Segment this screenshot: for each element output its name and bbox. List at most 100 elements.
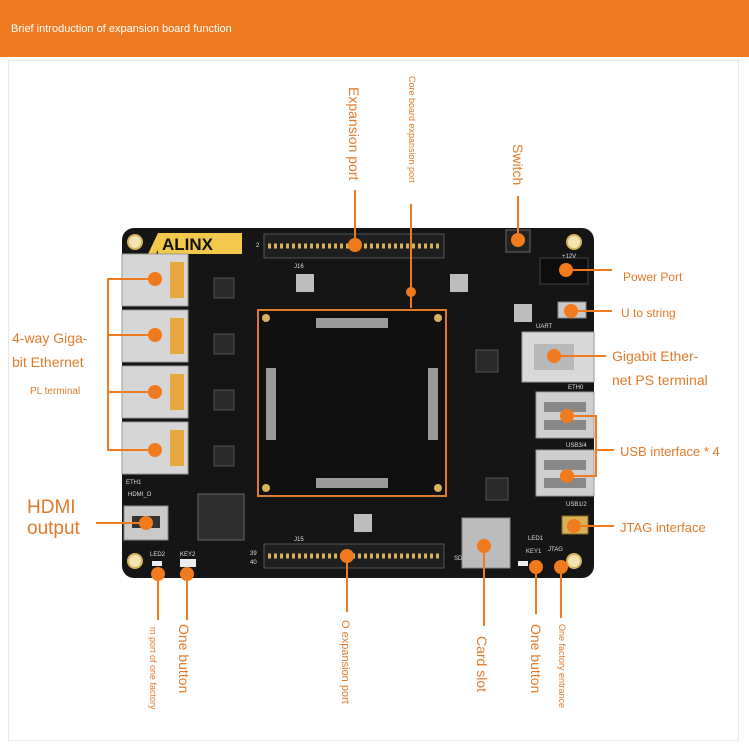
label-expansion-port: Expansion port — [346, 87, 362, 181]
silk-pin39: 39 — [250, 551, 257, 557]
chip-usb-phy — [485, 477, 509, 501]
marker-eth-2 — [148, 328, 162, 342]
eth-led-4 — [170, 430, 184, 466]
label-u-to-string: U to string — [621, 306, 676, 320]
silk-led1: LED1 — [528, 536, 544, 542]
page-title: Brief introduction of expansion board fu… — [11, 23, 232, 35]
silk-usb34: USB3/4 — [566, 443, 587, 449]
brand-logo-icon — [148, 233, 166, 254]
silk-12v: +12V — [562, 254, 576, 260]
label-power-port: Power Port — [623, 270, 683, 284]
marker-expansion-port — [348, 238, 362, 252]
marker-usb-12 — [560, 469, 574, 483]
marker-power-port — [559, 263, 573, 277]
label-gigabit-ps-1: Gigabit Ether- — [612, 348, 699, 364]
silk-key1: KEY1 — [526, 549, 542, 555]
mount-hole — [127, 234, 143, 250]
user-led-2 — [152, 561, 162, 566]
silk-led2: LED2 — [150, 552, 166, 558]
inductor — [450, 274, 468, 292]
marker-eth-ps — [547, 349, 561, 363]
silk-j16: J16 — [294, 264, 304, 270]
usb-port-34-slot-a — [544, 402, 586, 412]
chip-phy — [213, 277, 235, 299]
core-mount — [262, 314, 270, 322]
label-core-board-expansion-port: Core board expansion port — [407, 76, 417, 183]
marker-card-slot — [477, 539, 491, 553]
silk-eth1: ETH1 — [126, 480, 142, 486]
silk-eth0: ETH0 — [568, 385, 584, 391]
eth-led-3 — [170, 374, 184, 410]
marker-switch — [511, 233, 525, 247]
core-connector-bottom — [316, 478, 388, 488]
label-switch: Switch — [510, 144, 526, 186]
silk-jtag: JTAG — [548, 547, 563, 553]
silk-sd: SD — [454, 556, 463, 562]
marker-hdmi — [139, 516, 153, 530]
core-mount — [262, 484, 270, 492]
brand-name: ALINX — [162, 235, 214, 254]
marker-key2 — [180, 567, 194, 581]
marker-key1 — [529, 560, 543, 574]
panel-frame — [8, 60, 739, 741]
marker-eth-1 — [148, 272, 162, 286]
marker-io-expansion — [340, 549, 354, 563]
chip-hdmi-controller — [197, 493, 245, 541]
chip-phy — [213, 333, 235, 355]
mount-hole — [127, 553, 143, 569]
leader-usb — [574, 415, 597, 477]
core-mount — [434, 314, 442, 322]
silk-usb12: USB1/2 — [566, 502, 587, 508]
core-board-area — [257, 309, 447, 497]
label-one-button-left: One button — [176, 624, 192, 694]
label-hdmi-2: output — [27, 518, 80, 539]
eth-led-1 — [170, 262, 184, 298]
inductor — [354, 514, 372, 532]
inductor — [296, 274, 314, 292]
label-hdmi-1: HDMI — [27, 497, 76, 518]
marker-uart — [564, 304, 578, 318]
user-key-2 — [180, 559, 196, 567]
marker-eth-3 — [148, 385, 162, 399]
label-io-expansion-port: O expansion port — [339, 620, 351, 704]
usb-port-12-slot-b — [544, 478, 586, 488]
core-mount — [434, 484, 442, 492]
marker-usb-34 — [560, 409, 574, 423]
silk-j15: J15 — [294, 537, 304, 543]
leader-ethernet — [107, 278, 148, 451]
silk-pin40: 40 — [250, 560, 257, 566]
label-usb-interface: USB interface * 4 — [620, 444, 720, 459]
chip-phy — [213, 445, 235, 467]
label-one-button-right: One button — [528, 624, 544, 694]
label-card-slot: Card slot — [474, 636, 490, 693]
core-connector-right — [428, 368, 438, 440]
header-banner: Brief introduction of expansion board fu… — [0, 0, 749, 57]
usb-port-12-slot-a — [544, 460, 586, 470]
label-ethernet-1: 4-way Giga- — [12, 330, 88, 346]
marker-jtag-factory — [554, 560, 568, 574]
user-led-1 — [518, 561, 528, 566]
marker-led2 — [151, 567, 165, 581]
label-pl-terminal: PL terminal — [30, 386, 81, 397]
mount-hole — [566, 553, 582, 569]
chip-phy — [213, 389, 235, 411]
label-led-port: m port of one factory — [148, 627, 158, 710]
label-ethernet-2: bit Ethernet — [12, 354, 84, 370]
usb-port-34-slot-b — [544, 420, 586, 430]
marker-eth-4 — [148, 443, 162, 457]
silk-key2: KEY2 — [180, 552, 196, 558]
eth-led-2 — [170, 318, 184, 354]
inductor — [514, 304, 532, 322]
mount-hole — [566, 234, 582, 250]
core-connector-top — [316, 318, 388, 328]
brand-badge — [158, 233, 242, 254]
marker-jtag — [567, 519, 581, 533]
silk-pin2: 2 — [256, 243, 260, 249]
label-jtag-interface: JTAG interface — [620, 520, 706, 535]
silk-hdmi: HDMI_O — [128, 492, 152, 498]
core-connector-left — [266, 368, 276, 440]
chip-usb-hub — [475, 349, 499, 373]
silk-uart: UART — [536, 324, 553, 330]
label-factory-entrance: One factory entrance — [557, 624, 567, 709]
